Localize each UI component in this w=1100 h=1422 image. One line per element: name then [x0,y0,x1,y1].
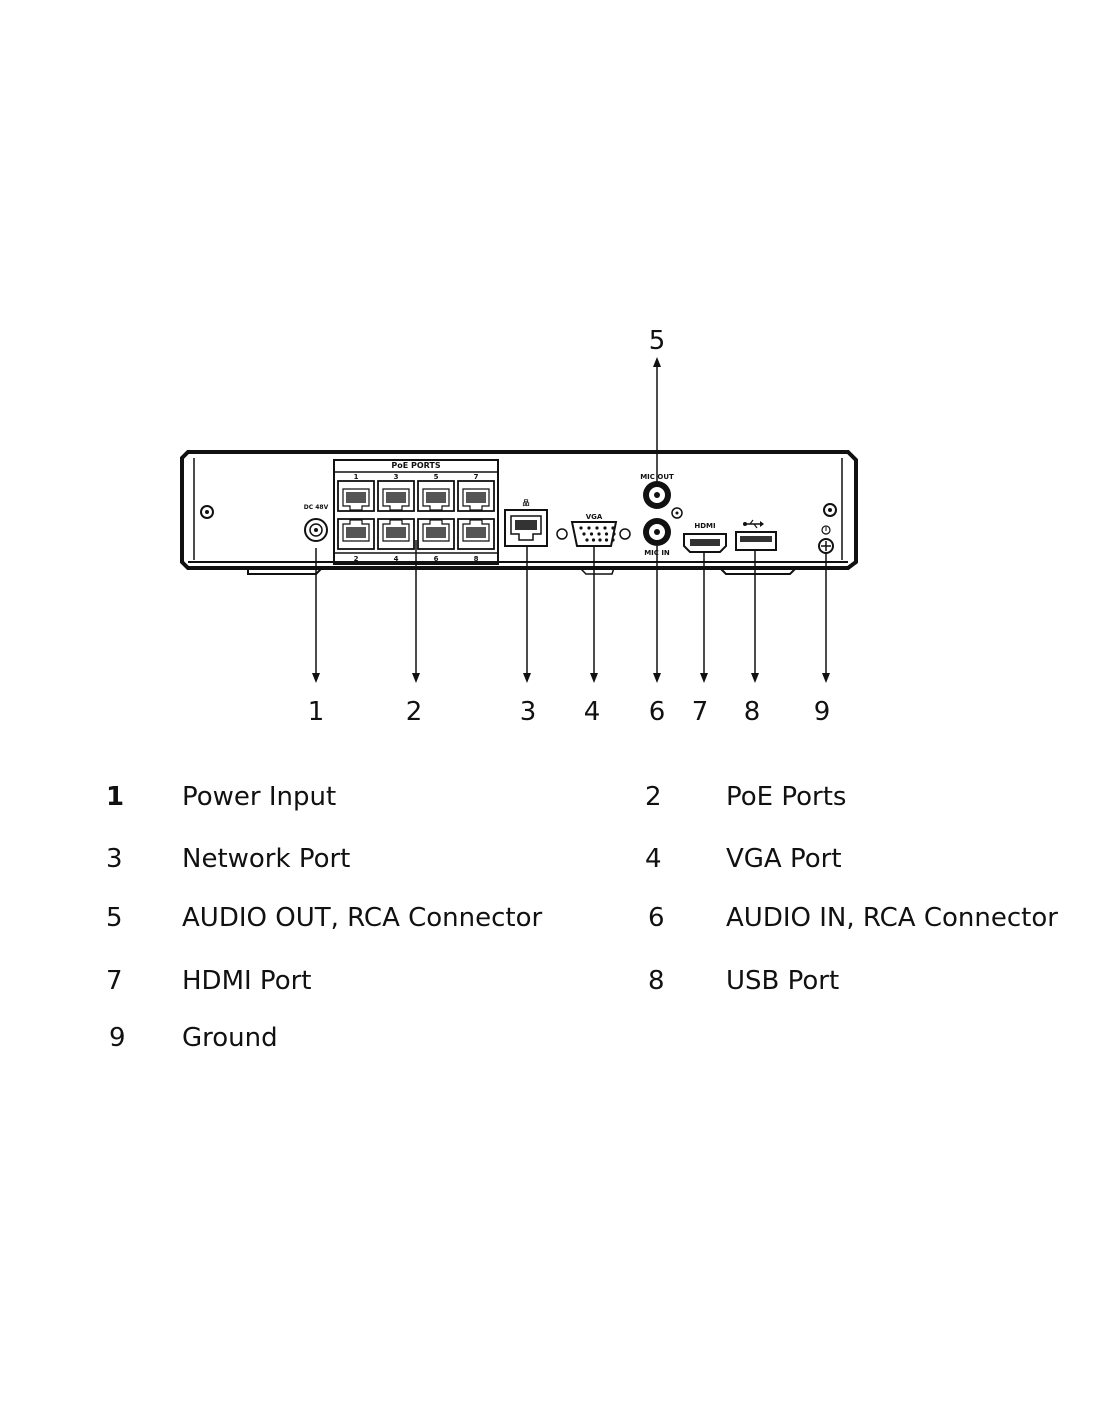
poe-rj45-jack [377,518,415,550]
legend-number: 4 [645,844,662,874]
legend-number: 5 [106,903,123,933]
legend-label: AUDIO IN, RCA Connector [726,903,1058,933]
poe-port-number: 3 [394,473,399,481]
poe-port-number: 7 [474,473,479,481]
vga-pin [585,538,589,542]
legend-number: 9 [109,1023,126,1053]
callout-number-4: 4 [584,697,601,727]
legend-number: 3 [106,844,123,874]
callout-arrows [312,357,830,683]
ground-icon [821,525,831,535]
usb-port-connector [735,519,777,551]
vga-pin [604,532,609,536]
screw-right-icon [823,503,837,517]
vga-pin [591,538,596,542]
callout-number-9: 9 [814,697,831,727]
legend-number: 2 [645,782,662,812]
vga-pin [595,526,599,530]
hdmi-port-connector: HDMI [683,522,727,553]
svg-text:品: 品 [523,498,530,507]
network-port-connector: 品 [504,498,548,547]
svg-text:VGA: VGA [586,513,603,521]
callout-number-8: 8 [744,697,761,727]
vga-pin [587,526,591,530]
usb-icon [743,519,764,529]
poe-rj45-jack [337,518,375,550]
small-screw-icon [671,507,683,519]
vga-pin [611,526,615,530]
legend-label: Power Input [182,782,337,812]
legend-label: VGA Port [726,844,842,874]
legend-label: HDMI Port [182,966,312,996]
vga-pin [612,532,616,536]
poe-port-number: 8 [474,555,479,563]
legend-label: USB Port [726,966,840,996]
callout-number-3: 3 [520,697,537,727]
poe-port-number: 2 [354,555,359,563]
callout-number-7: 7 [692,697,709,727]
callout-number-1: 1 [308,697,325,727]
vga-pin [598,538,602,542]
legend-number: 8 [648,966,665,996]
screw-left-icon [200,505,214,519]
poe-rj45-jack [337,480,375,512]
legend-label: Ground [182,1023,278,1053]
vga-pin [611,538,615,542]
legend-label: PoE Ports [726,782,847,812]
legend-number: 1 [106,782,125,812]
callout-number-5: 5 [649,326,666,356]
legend-label: Network Port [182,844,351,874]
poe-rj45-jack [417,518,455,550]
poe-port-number: 1 [354,473,359,481]
legend-number: 6 [648,903,665,933]
poe-port-number: 6 [434,555,439,563]
svg-text:DC 48V: DC 48V [304,504,329,511]
poe-port-number: 4 [394,555,399,563]
poe-port-number: 5 [434,473,439,481]
callout-number-6: 6 [649,697,666,727]
vga-pin [589,532,594,536]
poe-rj45-jack [457,480,495,512]
vga-pin [597,532,601,536]
vga-pin [603,526,607,530]
vga-pin [582,532,586,536]
poe-rj45-jack [377,480,415,512]
legend-number: 7 [106,966,123,996]
svg-text:PoE PORTS: PoE PORTS [391,461,441,470]
callout-number-2: 2 [406,697,423,727]
poe-rj45-jack [417,480,455,512]
poe-rj45-jack [457,518,495,550]
vga-port-connector: VGA [556,513,631,547]
vga-pin [579,526,583,530]
power-input-connector: DC 48V [304,504,329,542]
poe-ports-block: PoE PORTS 1 3 5 7 2 4 6 8 [333,459,499,565]
vga-pin [604,538,609,542]
svg-text:HDMI: HDMI [694,522,715,530]
legend-label: AUDIO OUT, RCA Connector [182,903,543,933]
